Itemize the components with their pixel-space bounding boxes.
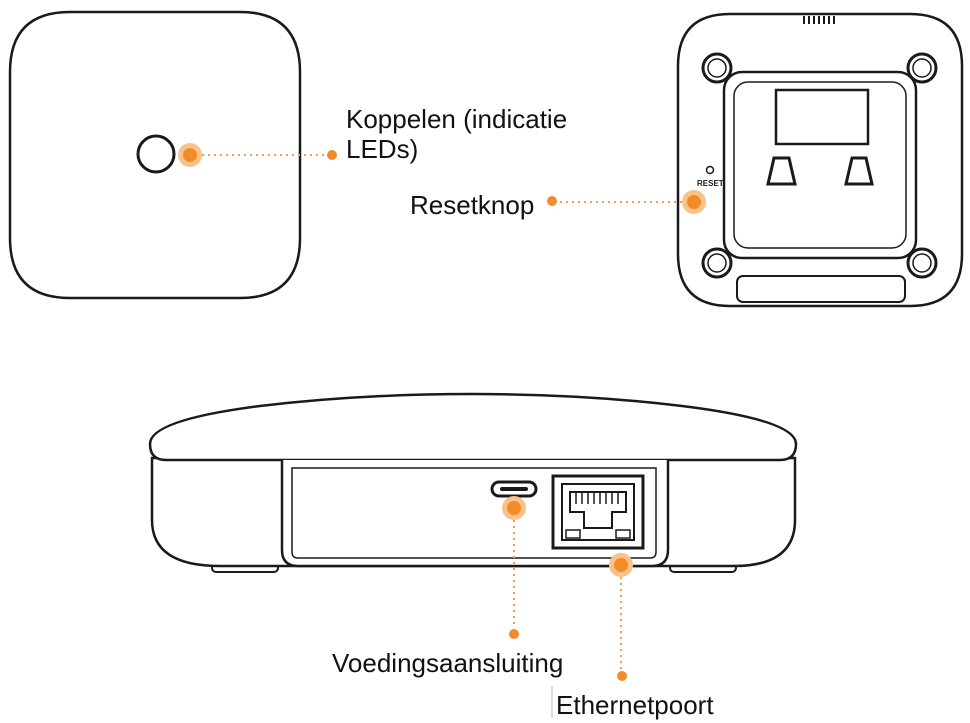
label-pair: Koppelen (indicatie LEDs) (346, 104, 568, 164)
label-reset: Resetknop (410, 190, 535, 220)
callout-pair (178, 143, 337, 167)
foot-strip (736, 275, 906, 303)
pair-led-ring (136, 134, 176, 174)
label-window (774, 88, 870, 146)
mount-slot-right (844, 156, 874, 186)
device-top-view (8, 10, 302, 300)
device-bottom-view: RESET (676, 12, 964, 308)
label-power: Voedingsaansluiting (332, 648, 564, 678)
device-side-view (148, 392, 798, 573)
vent-slots (803, 16, 835, 24)
callout-power (502, 496, 526, 639)
callout-ethernet (609, 553, 633, 681)
reset-marking: RESET (697, 179, 724, 188)
label-ethernet: Ethernetpoort (556, 690, 714, 720)
callout-reset (547, 190, 706, 214)
ethernet-port (551, 474, 645, 550)
mount-slot-left (766, 156, 797, 186)
screw-holes (701, 52, 938, 279)
side-dome-top (148, 392, 798, 462)
micro-usb-inner (500, 487, 528, 491)
reset-hole (705, 165, 715, 175)
